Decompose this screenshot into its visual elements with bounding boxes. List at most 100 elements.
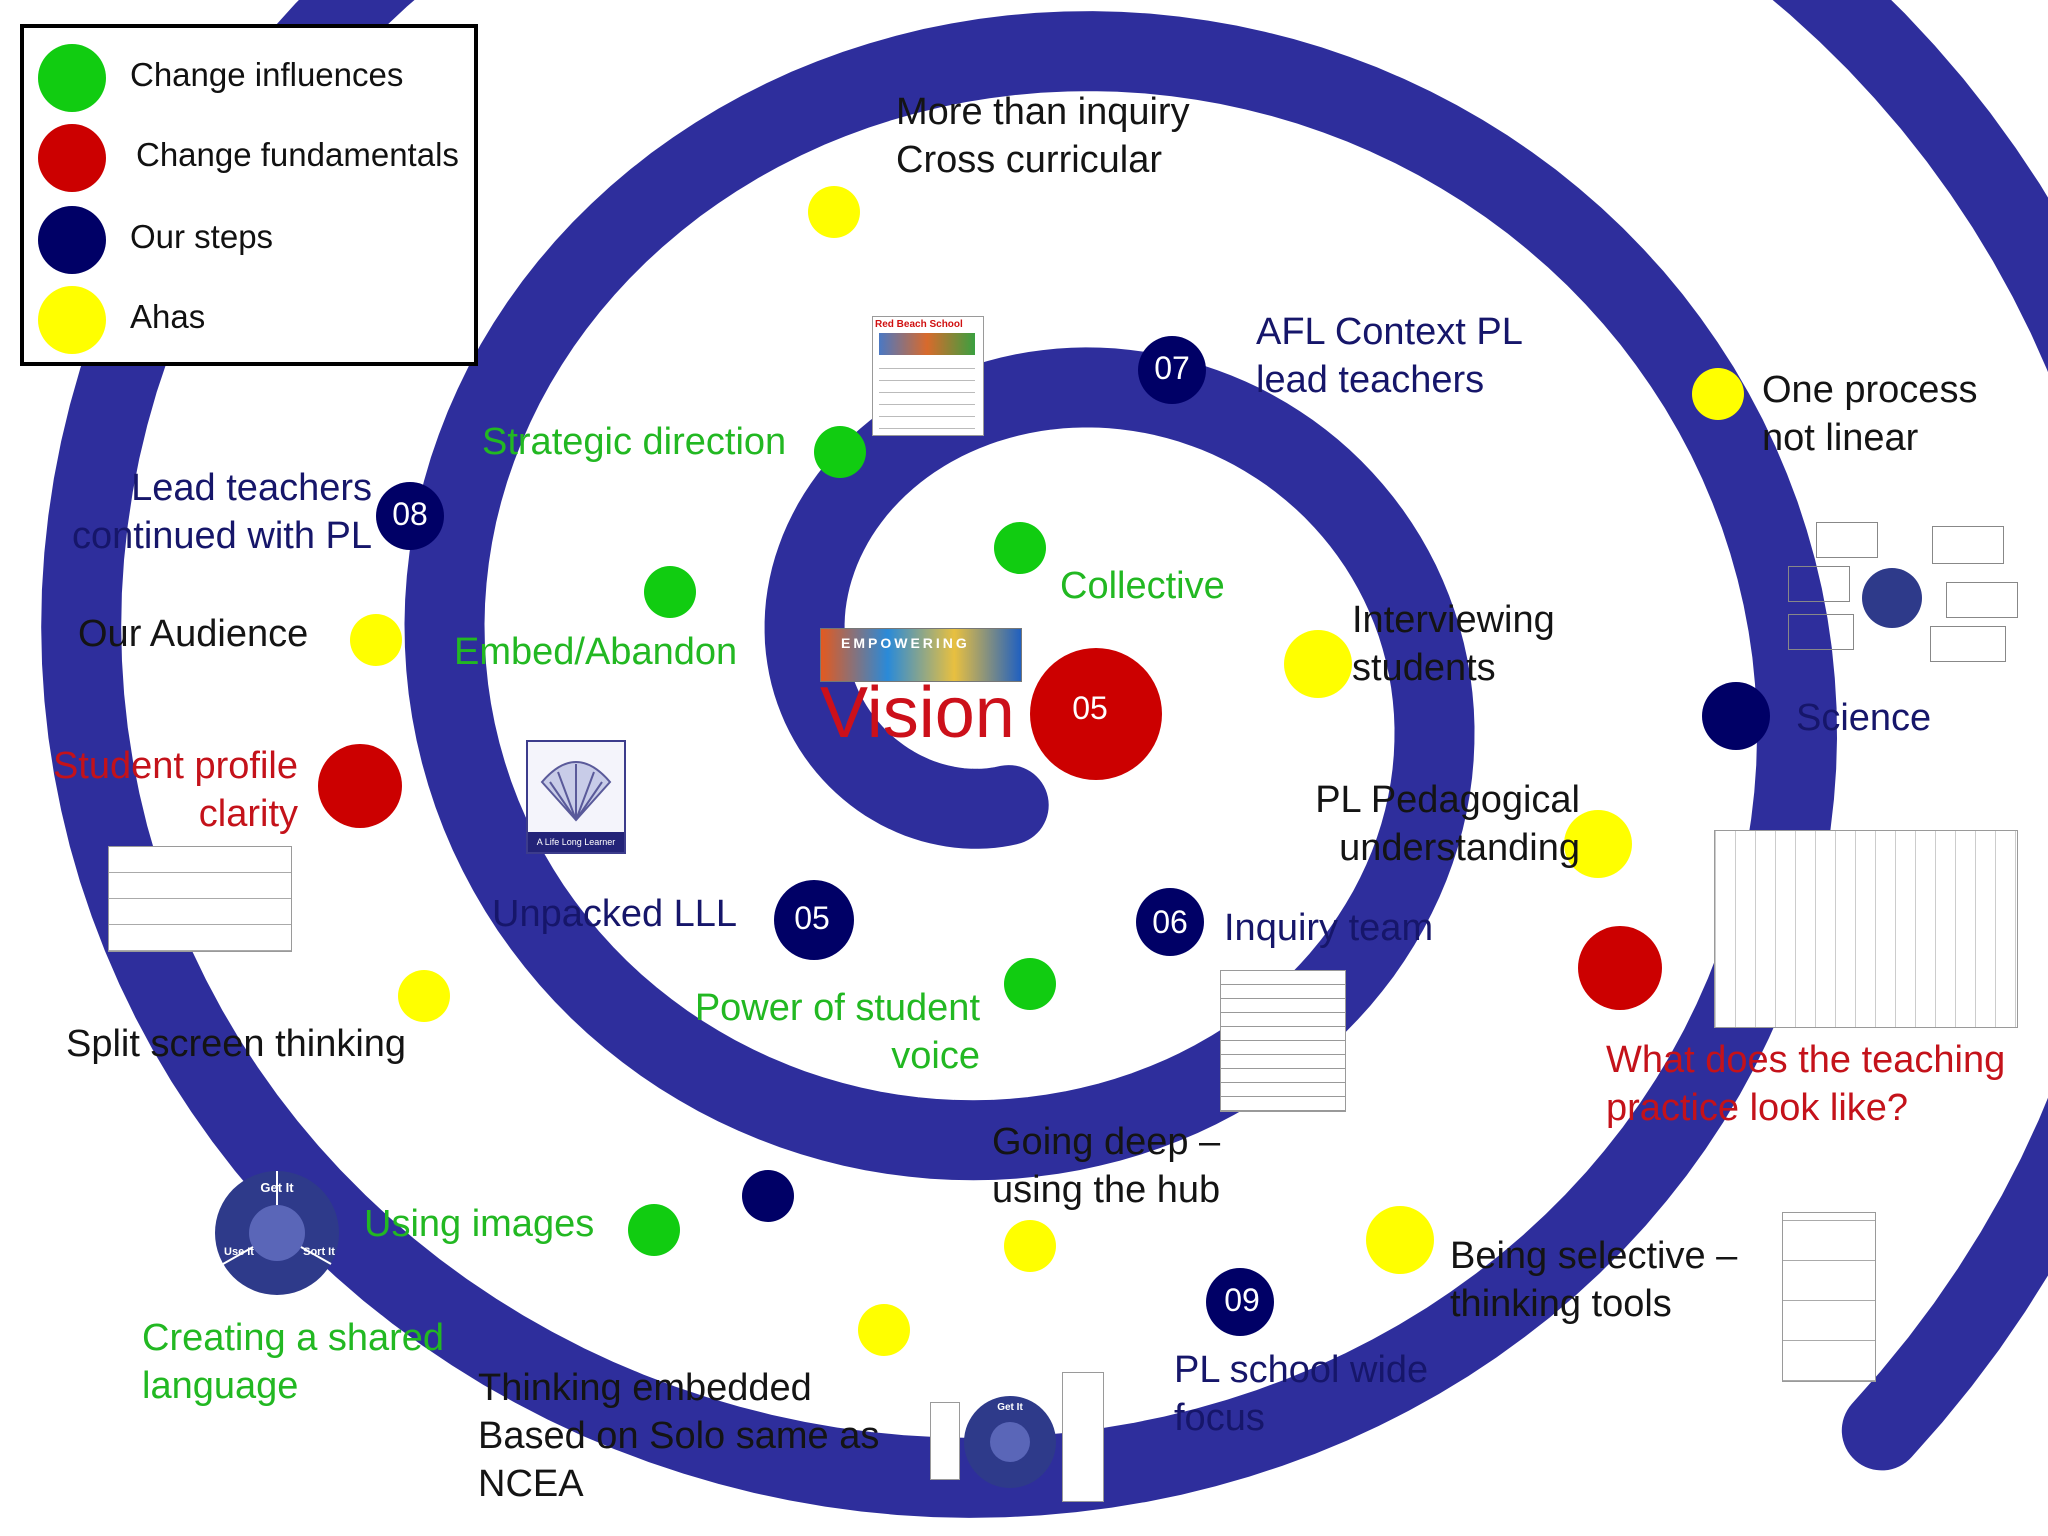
step-marker-06 (1136, 888, 1204, 956)
step-number-08: 08 (392, 496, 428, 532)
aha-marker-being-selective (1366, 1206, 1434, 1274)
hub-mini-icon (1862, 568, 1922, 628)
legend-label: Change influences (130, 56, 404, 93)
life-long-learner-card: A Life Long Learner (526, 740, 626, 854)
note-box (1932, 526, 2004, 564)
aha-label-being-selective: Being selective – thinking tools (1450, 1235, 1738, 1325)
navy-dot-icon (38, 206, 106, 274)
influence-label-using-images: Using images (364, 1203, 595, 1245)
shell-icon (540, 761, 612, 822)
step-number-09: 09 (1224, 1282, 1260, 1318)
hub-get-it-label: Get It (997, 1402, 1023, 1413)
influence-label-creating-shared-language: Creating a shared language (142, 1317, 445, 1407)
science-diagram-thumbnail (1780, 518, 2022, 668)
aha-label-split-screen: Split screen thinking (66, 1023, 407, 1065)
legend-item-change-influences: Change influences (38, 44, 468, 114)
green-dot-icon (38, 44, 106, 112)
aha-marker-pl-pedagogical (1564, 810, 1632, 878)
hub-use-it-label: Use It (224, 1246, 254, 1258)
empowering-banner-image: EMPOWERING (820, 628, 1022, 682)
hub-sort-it-label: Sort It (303, 1246, 335, 1258)
influence-label-strategic-direction: Strategic direction (482, 421, 787, 463)
legend-label: Change fundamentals (136, 136, 459, 173)
aha-marker-our-audience (350, 614, 402, 666)
note-box (1788, 614, 1854, 650)
step-label-pl-school-wide: PL school wide focus (1174, 1349, 1429, 1439)
effective-teacher-thumbnail (1714, 830, 2018, 1028)
hub-badge-icon (215, 1171, 339, 1295)
legend-item-our-steps: Our steps (38, 206, 468, 276)
fundamental-marker-teaching-practice (1578, 926, 1662, 1010)
shell-caption: A Life Long Learner (528, 832, 624, 852)
aha-marker-split-screen (398, 970, 450, 1022)
aha-label-our-audience: Our Audience (78, 613, 309, 655)
note-box (1788, 566, 1850, 602)
note-box (1946, 582, 2018, 618)
influence-marker-strategic-direction (814, 426, 866, 478)
step-label-lead-teachers: Lead teachers continued with PL (72, 467, 372, 557)
step-label-unpacked-lll: Unpacked LLL (492, 893, 738, 935)
aha-label-going-deep: Going deep – using the hub (992, 1121, 1221, 1211)
thinking-tools-thumbnail (1782, 1212, 1876, 1382)
solo-table-left-thumbnail (930, 1402, 960, 1480)
influence-label-power-of-student-voice: Power of student voice (694, 987, 980, 1077)
aha-label-pl-pedagogical: PL Pedagogical understanding (1315, 779, 1580, 869)
banner-image (879, 333, 975, 355)
step-label-afl-context: AFL Context PL lead teachers (1256, 311, 1523, 401)
step-number-05: 05 (794, 900, 830, 936)
hub-badge-icon (964, 1396, 1056, 1488)
fundamental-label-student-profile: Student profile clarity (52, 745, 298, 835)
aha-label-one-process: One process not linear (1762, 369, 1978, 459)
step-label-science: Science (1796, 697, 1932, 739)
red-beach-school-thumbnail: Red Beach School (872, 316, 984, 436)
step-marker-science (1702, 682, 1770, 750)
step-marker-09 (1206, 1268, 1274, 1336)
influence-marker-power-of-student-voice (1004, 958, 1056, 1010)
aha-marker-more-than-inquiry (808, 186, 860, 238)
inquiry-process-table-thumbnail (1220, 970, 1346, 1112)
fundamental-label-teaching-practice: What does the teaching practice look lik… (1606, 1039, 2006, 1129)
red-beach-school-title: Red Beach School (875, 319, 963, 330)
step-marker-unlabeled (742, 1170, 794, 1222)
spiral-band (41, 0, 2048, 1518)
aha-marker-interviewing-students (1284, 630, 1352, 698)
legend-item-change-fundamentals: Change fundamentals (38, 124, 468, 194)
step-label-inquiry-team: Inquiry team (1224, 907, 1434, 949)
legend-item-ahas: Ahas (38, 286, 468, 356)
legend: Change influences Change fundamentals Ou… (20, 24, 478, 366)
student-profile-table-thumbnail (108, 846, 292, 952)
hub-get-it-label: Get It (260, 1180, 294, 1195)
fundamental-marker-student-profile (318, 744, 402, 828)
vision-title: Vision (820, 673, 1015, 753)
table-grid (879, 359, 975, 429)
aha-label-interviewing-students: Interviewing students (1352, 599, 1555, 689)
legend-label: Our steps (130, 218, 274, 255)
aha-label-thinking-embedded: Thinking embedded Based on Solo same as … (478, 1367, 880, 1505)
aha-label-more-than-inquiry: More than inquiry Cross curricular (896, 91, 1190, 181)
aha-marker-going-deep (1004, 1220, 1056, 1272)
aha-marker-one-process (1692, 368, 1744, 420)
legend-label: Ahas (130, 298, 206, 335)
empowering-text: EMPOWERING (841, 635, 970, 651)
fundamental-marker-vision (1030, 648, 1162, 780)
red-dot-icon (38, 124, 106, 192)
aha-marker-thinking-embedded (858, 1304, 910, 1356)
influence-marker-embed-abandon (644, 566, 696, 618)
step-number-07: 07 (1154, 350, 1190, 386)
get-sort-use-hub-badge-small: Get It (962, 1394, 1058, 1490)
influence-label-collective: Collective (1060, 565, 1225, 607)
step-number-06: 06 (1152, 904, 1188, 940)
note-box (1816, 522, 1878, 558)
center-step-number: 05 (1072, 690, 1108, 726)
get-sort-use-hub-badge: Get It Sort It Use It (212, 1168, 342, 1298)
influence-label-embed-abandon: Embed/Abandon (454, 631, 738, 673)
note-box (1930, 626, 2006, 662)
influence-marker-using-images (628, 1204, 680, 1256)
solo-table-right-thumbnail (1062, 1372, 1104, 1502)
step-marker-08 (376, 482, 444, 550)
step-marker-05 (774, 880, 854, 960)
influence-marker-collective (994, 522, 1046, 574)
step-marker-07 (1138, 336, 1206, 404)
